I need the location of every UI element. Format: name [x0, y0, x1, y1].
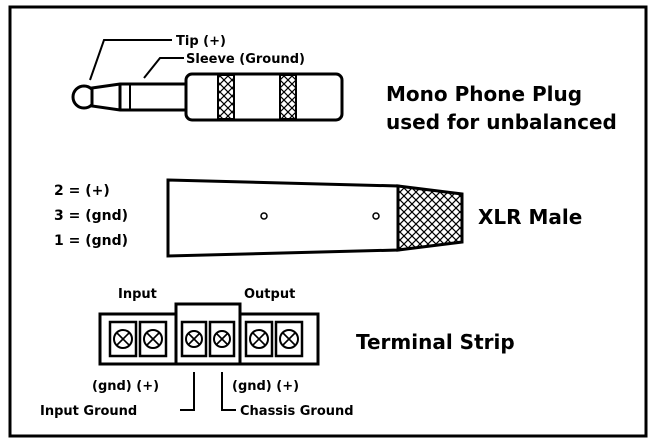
chassis-ground-label: Chassis Ground — [240, 404, 354, 419]
screw-icon — [113, 329, 133, 349]
input-ground-leader — [180, 372, 195, 411]
screw-icon — [279, 329, 299, 349]
xlr-pin — [260, 212, 268, 220]
input-label: Input — [118, 287, 157, 302]
sleeve-label: Sleeve (Ground) — [186, 52, 305, 67]
screw-icon — [185, 330, 203, 348]
terminal-strip-title: Terminal Strip — [356, 330, 515, 354]
terminal-screws — [113, 329, 299, 349]
xlr-title: XLR Male — [478, 205, 582, 229]
screw-icon — [143, 329, 163, 349]
output-label: Output — [244, 287, 295, 302]
phone-plug-title-line1: Mono Phone Plug — [386, 82, 582, 106]
plug-grip-band — [217, 74, 235, 120]
xlr-body — [166, 178, 400, 258]
terminal-cells — [108, 320, 304, 358]
screw-icon — [249, 329, 269, 349]
xlr-pin2-label: 2 = (+) — [54, 183, 110, 199]
chassis-ground-leader — [221, 372, 236, 411]
input-ground-label: Input Ground — [40, 404, 137, 419]
xlr-strain-relief — [396, 184, 464, 252]
diagram-border — [8, 5, 648, 438]
xlr-pin — [372, 212, 380, 220]
xlr-pin1-label: 1 = (gnd) — [54, 233, 128, 249]
screw-icon — [213, 330, 231, 348]
input-pins-label: (gnd) (+) — [92, 379, 159, 394]
output-pins-label: (gnd) (+) — [232, 379, 299, 394]
xlr-pin3-label: 3 = (gnd) — [54, 208, 128, 224]
tip-leader-line — [89, 39, 172, 81]
tip-label: Tip (+) — [176, 34, 226, 49]
plug-grip-band — [279, 74, 297, 120]
terminal-strip: Input Output Terminal Strip (gnd) — [40, 287, 515, 419]
xlr-male-connector: 2 = (+) 3 = (gnd) 1 = (gnd) XLR Male — [54, 178, 582, 258]
plug-handle — [184, 72, 344, 122]
sleeve-leader-line — [143, 57, 184, 79]
plug-shaft — [90, 82, 188, 112]
mono-phone-plug: Tip (+) Sleeve (Ground) Mono Phone Plug … — [71, 34, 617, 134]
phone-plug-title-line2: used for unbalanced — [386, 110, 617, 134]
